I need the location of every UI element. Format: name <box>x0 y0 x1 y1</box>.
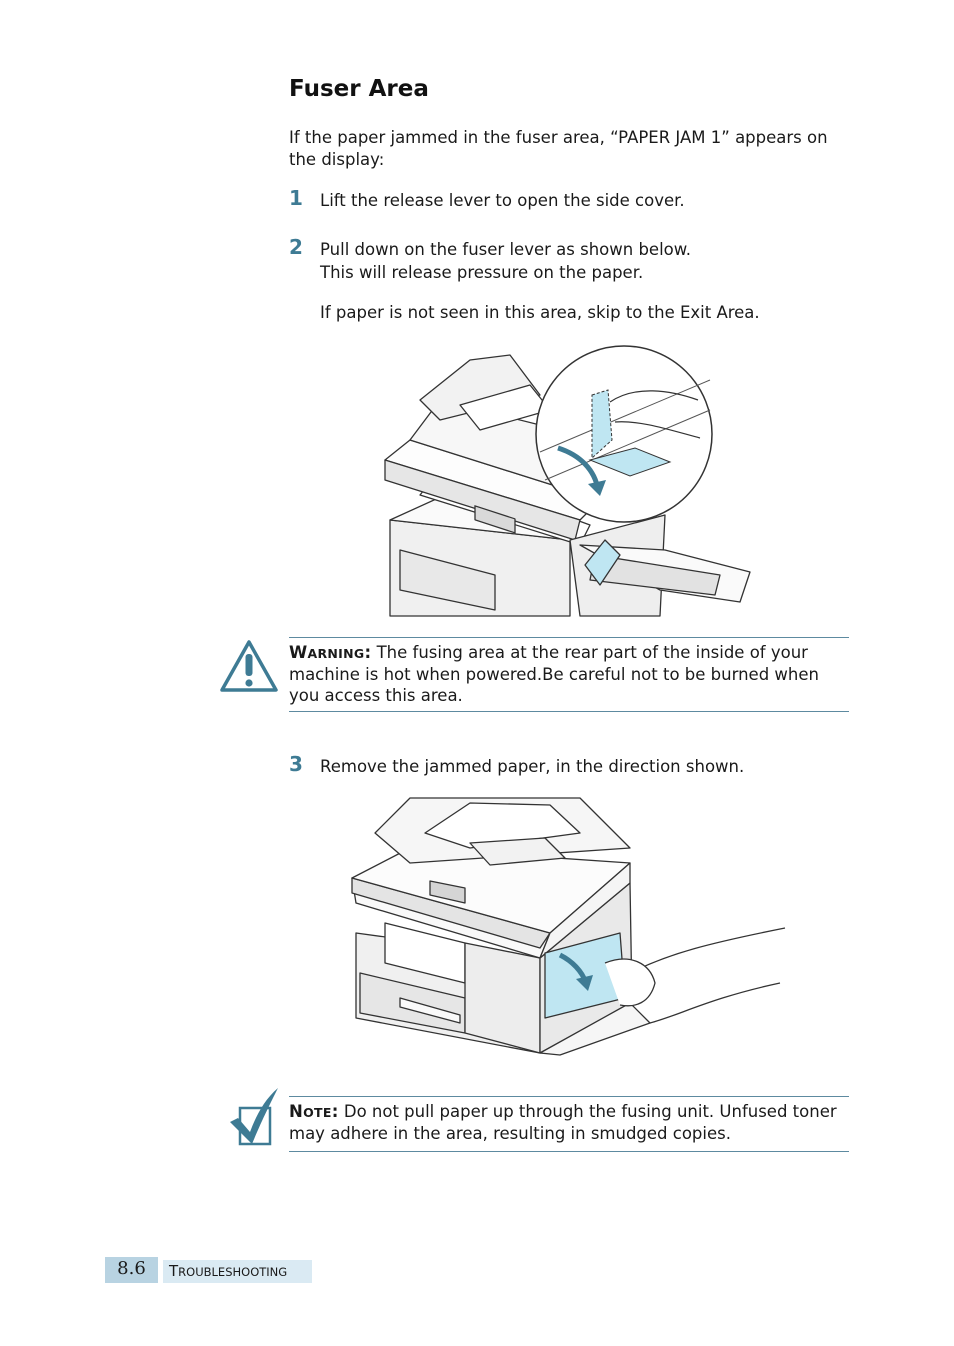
step-3-text: Remove the jammed paper, in the directio… <box>320 757 745 776</box>
step-1-number: 1 <box>289 186 303 210</box>
step-2-line-1: Pull down on the fuser lever as shown be… <box>320 240 691 259</box>
note-label: NOTE: <box>289 1102 339 1121</box>
warning-top-rule <box>289 637 849 638</box>
warning-label: WARNING: <box>289 643 372 662</box>
warning-triangle-icon <box>220 640 278 692</box>
chapter-tab: TROUBLESHOOTING <box>163 1260 312 1283</box>
warning-bottom-rule <box>289 711 849 712</box>
step-3-number: 3 <box>289 752 303 776</box>
note-top-rule <box>289 1096 849 1097</box>
intro-paragraph: If the paper jammed in the fuser area, “… <box>289 128 828 169</box>
step-2-line-2: This will release pressure on the paper. <box>320 263 644 282</box>
step-2-extra: If paper is not seen in this area, skip … <box>320 303 760 322</box>
note-text: Do not pull paper up through the fusing … <box>289 1102 837 1143</box>
fuser-lever-illustration <box>384 345 751 617</box>
note-callout: NOTE: Do not pull paper up through the f… <box>289 1101 851 1144</box>
warning-text: The fusing area at the rear part of the … <box>289 643 819 705</box>
page-title: Fuser Area <box>289 76 429 102</box>
note-bottom-rule <box>289 1151 849 1152</box>
page-number: 8.6 <box>105 1257 158 1283</box>
step-2-number: 2 <box>289 235 303 259</box>
remove-paper-illustration <box>351 797 786 1056</box>
step-1-text: Lift the release lever to open the side … <box>320 191 685 210</box>
warning-callout: WARNING: The fusing area at the rear par… <box>289 642 851 706</box>
checkmark-note-icon <box>230 1088 278 1146</box>
